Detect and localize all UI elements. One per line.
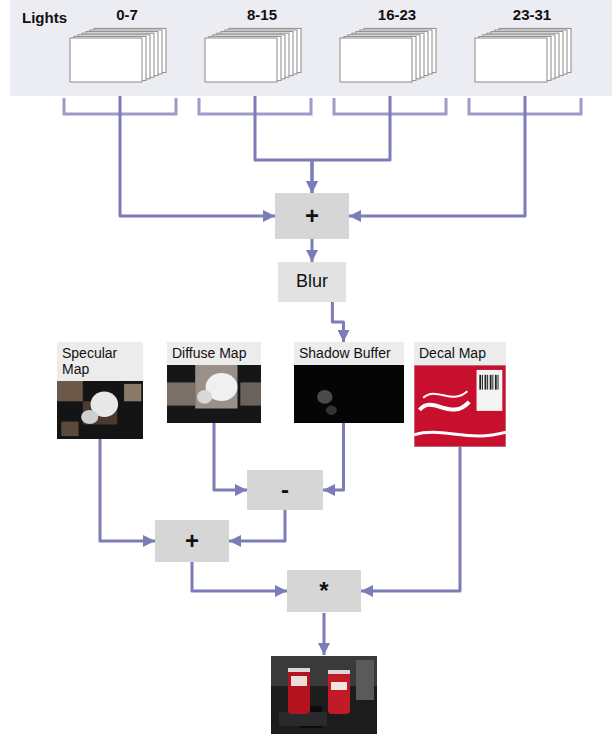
operator-box: * <box>287 570 361 612</box>
flow-arrow <box>214 423 247 490</box>
node-label: Decal Map <box>419 345 501 361</box>
node-label: Lights <box>22 9 67 26</box>
flow-arrow <box>255 84 312 193</box>
operator-box: Blur <box>278 262 346 302</box>
bracket-group <box>64 98 581 114</box>
flow-arrow <box>192 562 287 591</box>
operator-box: - <box>247 470 323 510</box>
flow-arrow <box>100 439 155 541</box>
light-stack: 0-7 <box>68 6 172 84</box>
node-label: 16-23 <box>352 6 442 24</box>
node-label: - <box>281 477 289 503</box>
light-card-stack <box>338 26 442 88</box>
light-card-stack <box>68 26 172 88</box>
light-stack: 16-23 <box>338 6 442 84</box>
node-label: + <box>305 203 319 229</box>
node-label: 0-7 <box>82 6 172 24</box>
node-label: + <box>185 528 199 554</box>
flow-arrow <box>332 302 343 342</box>
flow-arrow <box>311 239 314 262</box>
node-label: 8-15 <box>217 6 307 24</box>
node-label: Diffuse Map <box>172 345 256 361</box>
node-label: 23-31 <box>487 6 577 24</box>
light-stack: 8-15 <box>203 6 307 84</box>
map-image <box>414 365 506 451</box>
node-label: Shadow Buffer <box>299 345 399 361</box>
result-photo <box>271 656 377 734</box>
light-card-stack <box>203 26 307 88</box>
lights-panel: Lights 0-7 8-15 16-23 23-31 <box>10 0 612 96</box>
flow-arrow <box>312 84 390 193</box>
node-label: * <box>319 578 328 604</box>
flow-arrow <box>349 84 525 216</box>
map-tile: Diffuse Map <box>167 342 261 423</box>
flow-arrow <box>120 84 275 216</box>
flow-arrow <box>229 510 285 541</box>
map-tile: Decal Map <box>414 342 506 447</box>
flow-arrow <box>361 447 460 591</box>
node-label: Blur <box>296 272 328 292</box>
map-image <box>167 365 261 427</box>
map-image <box>294 365 404 427</box>
map-image <box>57 381 143 443</box>
flow-arrow <box>323 423 344 490</box>
result-arrow <box>323 613 326 655</box>
operator-box: + <box>275 193 349 239</box>
node-label: Specular Map <box>62 345 138 377</box>
map-tile: Specular Map <box>57 342 143 439</box>
map-tile: Shadow Buffer <box>294 342 404 423</box>
light-card-stack <box>473 26 577 88</box>
operator-box: + <box>155 520 229 562</box>
light-stack: 23-31 <box>473 6 577 84</box>
